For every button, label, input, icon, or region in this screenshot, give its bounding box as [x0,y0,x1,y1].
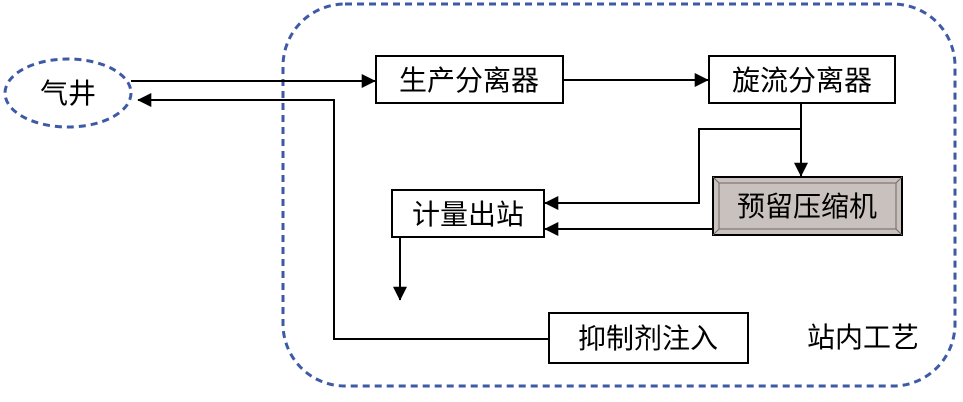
bevel-corner-tr [895,176,903,184]
arrow-inhibitor-to-well [137,93,549,340]
arrow-cyclone-bypass-to-metering [544,128,801,210]
bevel-corner-bl [712,228,720,236]
reserved-compressor-box [712,176,903,236]
bevel-corner-tl [712,176,720,184]
reserved-compressor-bevel [718,182,897,230]
well-label: 气井 [40,77,96,110]
inhibitor-injection-box [548,312,749,364]
metering-outlet-box [391,189,545,238]
inhibitor-injection-label: 抑制剂注入 [578,322,718,355]
metering-outlet-label: 计量出站 [412,198,524,231]
bevel-corner-br [895,228,903,236]
station-boundary [281,2,957,388]
region-label: 站内工艺 [807,321,919,354]
production-separator-label: 生产分离器 [399,64,539,97]
well-node [3,57,133,129]
cyclone-separator-label: 旋流分离器 [732,64,872,97]
reserved-compressor-label: 预留压缩机 [737,190,877,223]
